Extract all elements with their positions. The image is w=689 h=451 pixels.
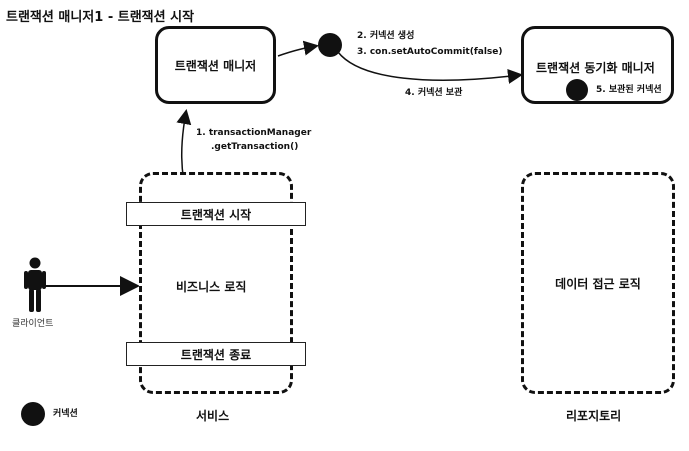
- repository-box: 데이터 접근 로직: [521, 172, 675, 394]
- legend-connection-label: 커넥션: [53, 409, 78, 419]
- sync-manager-box: 트랜잭션 동기화 매니저 5. 보관된 커넥션: [521, 26, 674, 104]
- service-caption: 서비스: [196, 409, 230, 423]
- step4-label: 4. 커넥션 보관: [405, 88, 463, 98]
- transaction-start-bar: 트랜잭션 시작: [126, 202, 306, 226]
- client-label: 클라이언트: [12, 319, 54, 329]
- transaction-end-bar: 트랜잭션 종료: [126, 342, 306, 366]
- transaction-end-label: 트랜잭션 종료: [180, 347, 252, 362]
- txmanager-to-connection-arrow: [277, 40, 319, 57]
- step5-label: 5. 보관된 커넥션: [596, 85, 662, 95]
- connection-to-sync-arrow: [337, 51, 523, 84]
- repository-caption: 리포지토리: [566, 409, 622, 423]
- step1-label-line1: 1. transactionManager: [196, 128, 312, 138]
- step2-label: 2. 커넥션 생성: [357, 31, 415, 41]
- legend-connection-dot: [21, 402, 45, 426]
- step1-label-line2: .getTransaction(): [211, 142, 299, 152]
- sync-manager-label: 트랜잭션 동기화 매니저: [536, 61, 655, 75]
- transaction-manager-label: 트랜잭션 매니저: [174, 58, 257, 73]
- client-person-icon: [24, 257, 46, 312]
- step3-label: 3. con.setAutoCommit(false): [357, 47, 503, 57]
- data-access-logic-label: 데이터 접근 로직: [555, 276, 641, 291]
- transaction-manager-box: 트랜잭션 매니저: [155, 26, 276, 104]
- connection-dot: [318, 33, 342, 57]
- stored-connection-dot: [566, 79, 588, 101]
- transaction-start-label: 트랜잭션 시작: [180, 207, 252, 222]
- diagram-title: 트랜잭션 매니저1 - 트랜잭션 시작: [6, 10, 195, 25]
- business-logic-label: 비즈니스 로직: [176, 280, 247, 294]
